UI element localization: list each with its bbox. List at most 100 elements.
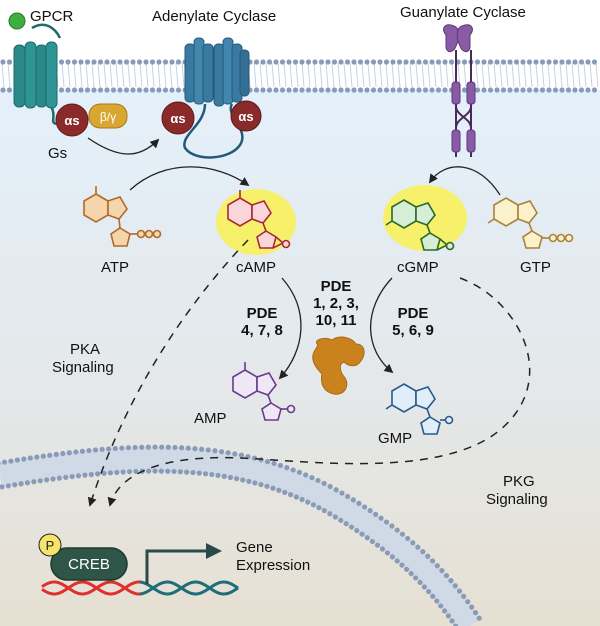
lipid-head xyxy=(361,504,368,510)
lipid-head xyxy=(73,449,79,455)
lipid-head xyxy=(75,473,82,479)
lipid-head xyxy=(513,59,520,65)
lipid-head xyxy=(299,496,305,503)
lipid-head xyxy=(559,59,565,65)
dna-helix xyxy=(41,580,239,596)
lipid-head xyxy=(273,87,279,93)
lipid-head xyxy=(279,87,286,93)
lipid-head xyxy=(156,87,162,93)
lipid-head xyxy=(439,567,445,574)
lipid-head xyxy=(565,87,572,93)
lipid-head xyxy=(130,59,136,65)
lipid-head xyxy=(165,444,171,450)
lipid-head xyxy=(227,474,234,481)
lipid-head xyxy=(369,538,375,545)
lipid-head xyxy=(143,87,149,93)
lipid-head xyxy=(378,515,384,521)
atp-to-camp-arrow xyxy=(129,166,250,191)
lipid-head xyxy=(92,447,99,453)
lipid-head xyxy=(585,87,591,93)
lipid-head xyxy=(305,59,312,65)
alpha-s-label-3: αs xyxy=(238,109,253,124)
lipid-head xyxy=(383,519,390,525)
lipid-head xyxy=(106,446,112,452)
lipid-head xyxy=(273,59,279,65)
lipid-head xyxy=(364,535,370,541)
lipid-head xyxy=(507,87,513,93)
lipid-head xyxy=(232,451,238,457)
lipid-head xyxy=(264,483,270,489)
lipid-head xyxy=(65,59,71,65)
lipid-head xyxy=(225,450,231,456)
lipid-head xyxy=(520,87,526,93)
lipid-head xyxy=(184,469,190,475)
pkg-signaling-path xyxy=(107,277,531,507)
lipid-head xyxy=(112,445,118,452)
lipid-head xyxy=(344,87,351,93)
lipid-head xyxy=(286,87,292,93)
lipid-head xyxy=(56,475,62,481)
cgmp-label: cGMP xyxy=(397,259,439,276)
lipid-head xyxy=(266,59,273,65)
lipid-head xyxy=(79,448,86,454)
lipid-head xyxy=(452,583,458,589)
lipid-head xyxy=(552,87,559,93)
lipid-head xyxy=(405,535,411,542)
lipid-head xyxy=(425,553,431,559)
plasma-membrane xyxy=(0,59,600,93)
lipid-head xyxy=(117,87,123,93)
lipid-head xyxy=(196,470,202,476)
lipid-head xyxy=(318,87,325,93)
lipid-head xyxy=(162,87,169,93)
lipid-head xyxy=(359,531,365,537)
cgmp-molecule xyxy=(385,199,455,251)
lipid-head xyxy=(325,87,331,93)
lipid-head xyxy=(384,550,391,556)
lipid-head xyxy=(209,471,215,478)
lipid-head xyxy=(27,455,33,461)
lipid-head xyxy=(367,508,373,514)
lipid-head xyxy=(169,59,175,65)
lipid-head xyxy=(12,482,18,488)
lipid-head xyxy=(461,87,468,93)
lipid-head xyxy=(97,87,104,93)
lipid-head xyxy=(6,87,13,93)
adenylate-cyclase-label: Adenylate Cyclase xyxy=(152,8,276,25)
lipid-head xyxy=(101,470,107,476)
lipid-head xyxy=(172,444,178,451)
lipid-head xyxy=(403,59,409,65)
lipid-head xyxy=(357,59,364,65)
lipid-head xyxy=(379,546,386,552)
cgmp-to-gmp-arrow xyxy=(370,277,394,374)
lipid-head xyxy=(520,59,526,65)
lipid-head xyxy=(290,467,296,473)
lipid-head xyxy=(421,584,427,590)
lipid-head xyxy=(513,87,520,93)
lipid-head xyxy=(572,87,578,93)
lipid-head xyxy=(357,87,364,93)
lipid-head xyxy=(546,59,552,65)
lipid-head xyxy=(343,521,349,527)
lipid-head xyxy=(221,473,227,479)
lipid-head xyxy=(152,468,158,474)
lipid-head xyxy=(192,446,198,452)
lipid-head xyxy=(133,468,139,475)
lipid-head xyxy=(114,469,120,475)
lipid-head xyxy=(339,490,345,496)
lipid-head xyxy=(91,87,97,93)
lipid-head xyxy=(383,87,390,93)
gmp-label: GMP xyxy=(378,430,412,447)
lipid-head xyxy=(448,578,454,584)
lipid-head xyxy=(394,527,400,533)
lipid-head xyxy=(461,59,468,65)
lipid-head xyxy=(377,59,383,65)
lipid-head xyxy=(190,469,196,476)
gtp-label: GTP xyxy=(520,259,551,276)
lipid-head xyxy=(370,59,377,65)
gs-protein: αs β/γ xyxy=(55,103,128,137)
transcription-arrowhead xyxy=(206,543,222,559)
lipid-head xyxy=(430,593,436,599)
lipid-head xyxy=(305,87,312,93)
lipid-head xyxy=(415,544,421,550)
beta-gamma-label: β/γ xyxy=(100,110,116,124)
